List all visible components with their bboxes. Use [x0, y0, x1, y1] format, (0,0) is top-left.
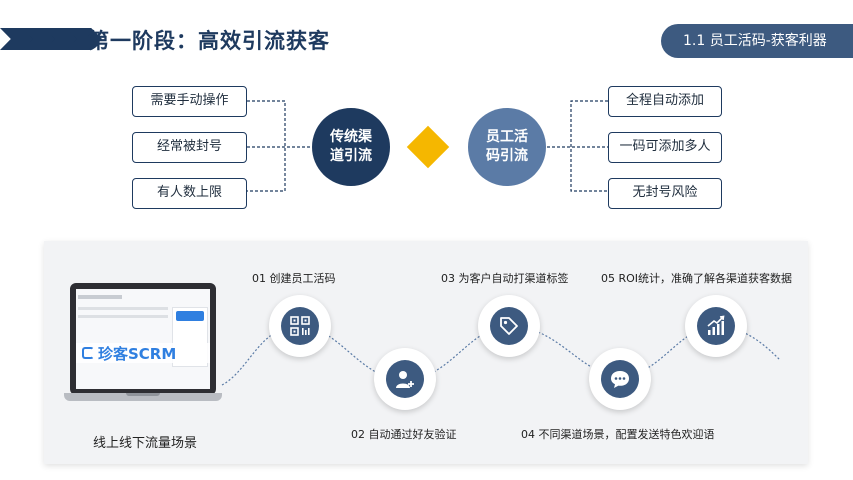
step-4-label: 04 不同渠道场景，配置发送特色欢迎语 [521, 428, 715, 441]
live-code-benefit-1: 全程自动添加 [608, 86, 722, 117]
section-tag: 1.1 员工活码-获客利器 [661, 24, 853, 58]
step-4-circle [589, 348, 651, 410]
live-code-benefit-3: 无封号风险 [608, 178, 722, 209]
live-code-benefit-2: 一码可添加多人 [608, 132, 722, 163]
step-1-label: 01 创建员工活码 [252, 272, 336, 285]
live-code-circle: 员工活码引流 [468, 108, 546, 186]
traditional-channel-circle: 传统渠道引流 [312, 108, 390, 186]
header-chevrons [0, 28, 102, 50]
laptop-screen: 珍客SCRM [70, 283, 216, 395]
step-2-circle [374, 348, 436, 410]
laptop-brand: 珍客SCRM [98, 344, 177, 363]
chat-bubble-icon [601, 360, 639, 398]
step-5-circle [685, 295, 747, 357]
step-2-label: 02 自动通过好友验证 [351, 428, 457, 441]
traditional-channel-label: 传统渠道引流 [330, 129, 372, 164]
traditional-issue-2: 经常被封号 [132, 132, 247, 163]
step-1-circle [269, 295, 331, 357]
growth-chart-icon [697, 307, 735, 345]
traditional-issue-1: 需要手动操作 [132, 86, 247, 117]
step-3-label: 03 为客户自动打渠道标签 [441, 272, 569, 285]
qr-code-icon [281, 307, 319, 345]
comparison-connectors [247, 100, 608, 192]
live-code-label: 员工活码引流 [486, 129, 528, 164]
laptop-mockup: 珍客SCRM [64, 283, 222, 407]
add-user-icon [386, 360, 424, 398]
traditional-issue-3: 有人数上限 [132, 178, 247, 209]
page-title: 第一阶段：高效引流获客 [88, 29, 330, 53]
step-5-label: 05 ROI统计，准确了解各渠道获客数据 [601, 272, 793, 285]
brand-logo-icon [82, 347, 94, 359]
laptop-caption: 线上线下流量场景 [93, 436, 198, 451]
step-3-circle [478, 295, 540, 357]
tag-icon [490, 307, 528, 345]
